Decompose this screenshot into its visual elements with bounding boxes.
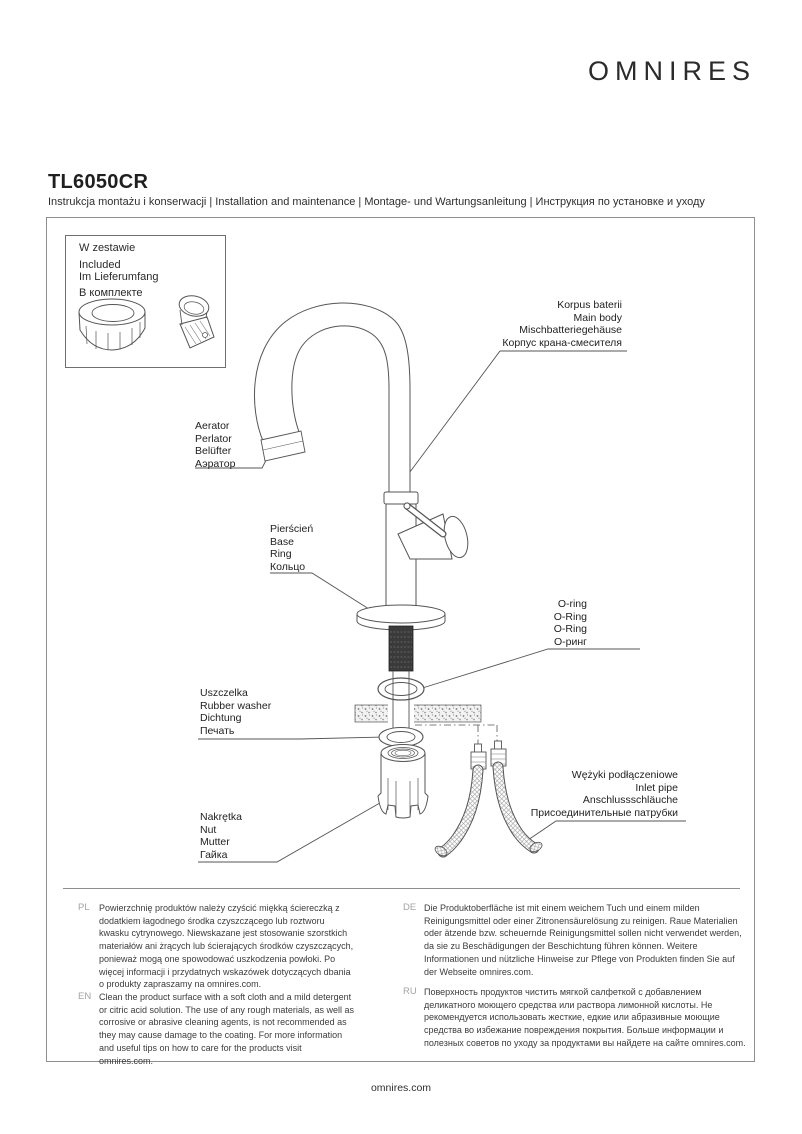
label-rubber-washer: Uszczelka Rubber washer Dichtung Печать	[200, 687, 272, 737]
included-label-en: Included	[79, 258, 121, 271]
aerator-illustration	[260, 430, 306, 462]
included-label-de: Im Lieferumfang	[79, 271, 159, 283]
alignment-dash-lines	[415, 724, 498, 748]
care-paragraph-pl: PL Powierzchnię produktów należy czyścić…	[78, 902, 357, 991]
included-label-ru: В комплекте	[79, 286, 143, 299]
care-text-ru: Поверхность продуктов чистить мягкой сал…	[424, 987, 746, 1048]
care-text-pl: Powierzchnię produktów należy czyścić mi…	[99, 903, 354, 990]
faucet-handle	[397, 502, 469, 560]
product-code-title: TL6050CR	[48, 171, 149, 193]
label-nut: Nakrętka Nut Mutter Гайка	[200, 811, 243, 861]
inlet-hoses-illustration	[434, 740, 543, 858]
diagram-frame	[46, 217, 755, 1062]
care-text-en: Clean the product surface with a soft cl…	[99, 992, 354, 1066]
faucet-spout	[254, 302, 411, 495]
lang-code-ru: RU	[403, 986, 417, 997]
manual-subtitle: Instrukcja montażu i konserwacji | Insta…	[48, 196, 705, 208]
label-base-ring: Pierścień Base Ring Кольцо	[270, 523, 314, 573]
rubber-washer-illustration	[378, 726, 424, 748]
brand-logo: OMNIRES	[587, 56, 756, 86]
section-divider-line	[63, 888, 740, 889]
included-box-labels: W zestawie Included Im Lieferumfang В ко…	[79, 242, 158, 299]
countertop-slab	[354, 703, 482, 724]
care-paragraph-en: EN Clean the product surface with a soft…	[78, 991, 357, 1067]
label-inlet-pipe: Wężyki podłączeniowe Inlet pipe Anschlus…	[530, 769, 678, 819]
label-main-body: Korpus baterii Main body Mischbatteriege…	[502, 299, 622, 349]
included-label-pl: W zestawie	[79, 242, 136, 254]
base-ring-illustration	[356, 604, 446, 631]
care-paragraph-ru: RU Поверхность продуктов чистить мягкой …	[403, 986, 750, 1050]
included-box	[65, 235, 226, 368]
lang-code-en: EN	[78, 991, 92, 1002]
mounting-nut-illustration	[377, 744, 429, 819]
o-ring-illustration	[377, 677, 425, 701]
threaded-stub	[388, 625, 414, 672]
lang-code-de: DE	[403, 902, 417, 913]
footer-website: omnires.com	[370, 1082, 432, 1094]
care-text-de: Die Produktoberfläche ist mit einem weic…	[424, 903, 742, 977]
included-plastic-nut-illustration	[78, 298, 146, 351]
care-paragraph-de: DE Die Produktoberfläche ist mit einem w…	[403, 902, 750, 978]
label-aerator: Aerator Perlator Belüfter Аэратор	[195, 420, 236, 470]
included-aerator-key-illustration	[178, 295, 215, 349]
label-leader-lines	[195, 350, 686, 863]
lang-code-pl: PL	[78, 902, 90, 913]
label-o-ring: O-ring O-Ring O-Ring О-ринг	[553, 598, 587, 648]
